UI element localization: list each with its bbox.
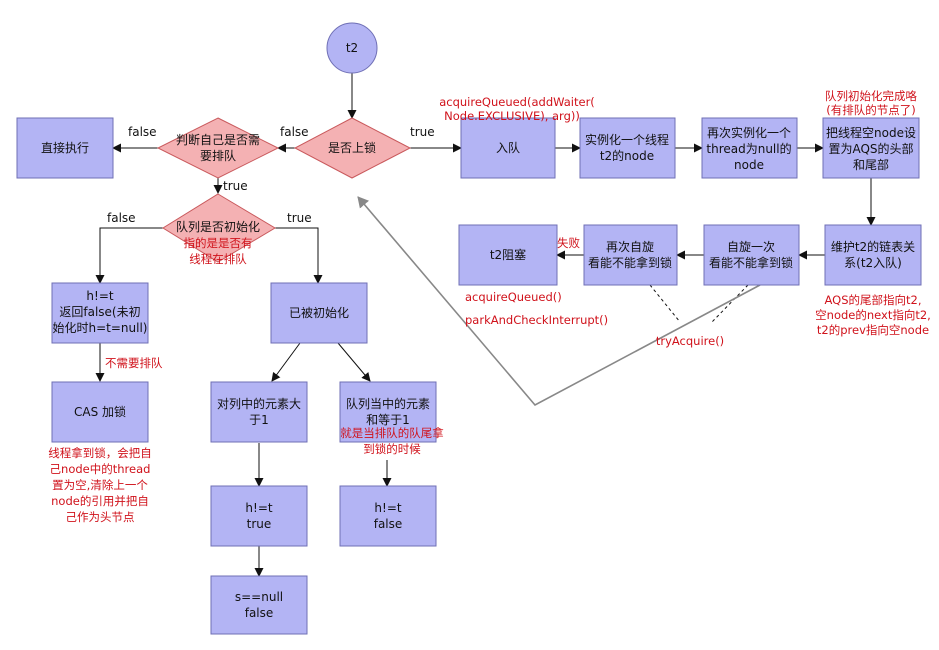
node-direct-exec-label: 直接执行 <box>41 140 89 155</box>
node-maintain-list-line1: 维护t2的链表关 <box>831 239 915 254</box>
node-s-null-false-line1: s==null <box>235 590 283 604</box>
decision-is-locked: 是否上锁 <box>293 117 412 179</box>
node-spin-again: 再次自旋 看能不能拿到锁 <box>583 224 678 286</box>
decision-judge-self: 判断自己是否需 要排队 <box>156 117 280 179</box>
label-lock-false: false <box>280 125 309 139</box>
node-start-label: t2 <box>346 41 358 55</box>
label-judge-true: true <box>223 179 248 193</box>
node-maintain-list-line2: 系(t2入队) <box>844 255 902 270</box>
node-direct-exec: 直接执行 <box>16 117 114 179</box>
decision-judge-self-line1: 判断自己是否需 <box>176 132 260 147</box>
node-h-ne-t-uninit: h!=t 返回false(未初 始化时h=t=null) <box>51 282 149 344</box>
node-s-null-false: s==null false <box>210 575 308 635</box>
node-maintain-list: 维护t2的链表关 系(t2入队) <box>824 224 922 286</box>
node-eq1-note1: 就是当排队的队尾拿 <box>340 426 444 440</box>
node-reinst-node-line3: node <box>734 158 764 172</box>
node-gt1-line1: 对列中的元素大 <box>217 396 301 411</box>
node-inst-node: 实例化一个线程 t2的node <box>579 117 676 179</box>
edges <box>95 73 876 577</box>
node-reinst-node-line1: 再次实例化一个 <box>707 125 791 140</box>
node-already-init-label: 已被初始化 <box>289 306 349 320</box>
annot-try-acquire: tryAcquire() <box>656 334 724 348</box>
node-h-ne-t-uninit-line1: h!=t <box>86 289 113 303</box>
node-enqueue-label: 入队 <box>496 140 520 155</box>
annot-queue-init-1: 队列初始化完成咯 <box>825 89 917 103</box>
node-t2-block: t2阻塞 <box>458 224 558 286</box>
annot-fail: 失败 <box>557 236 580 250</box>
node-reinst-node: 再次实例化一个 thread为null的 node <box>701 117 798 179</box>
node-eq1-line1: 队列当中的元素 <box>346 396 430 411</box>
node-cas-lock: CAS 加锁 <box>51 381 149 443</box>
node-inst-node-line2: t2的node <box>600 148 654 163</box>
node-h-ne-t-uninit-line2: 返回false(未初 <box>59 305 140 319</box>
node-set-head-tail: 把线程空node设 置为AQS的头部 和尾部 <box>822 117 920 179</box>
node-set-head-tail-line1: 把线程空node设 <box>826 125 916 140</box>
annot-cas-note-4: node的引用并把自 <box>51 494 149 508</box>
edge-init-true <box>275 227 323 284</box>
edge-init-to-eq1 <box>337 342 371 382</box>
annot-acquire-queued-2: Node.EXCLUSIVE), arg)) <box>444 109 580 123</box>
annot-no-queue: 不需要排队 <box>105 356 163 370</box>
node-spin-again-line1: 再次自旋 <box>606 240 654 254</box>
node-h-ne-t-uninit-line3: 始化时h=t=null) <box>53 321 148 335</box>
node-spin-once: 自旋一次 看能不能拿到锁 <box>703 224 800 286</box>
node-spin-once-line1: 自旋一次 <box>727 240 775 254</box>
node-h-ne-t-false: h!=t false <box>339 485 437 547</box>
annot-cas-note-3: 置为空,清除上一个 <box>52 478 148 492</box>
node-h-ne-t-true-line1: h!=t <box>245 501 272 515</box>
annot-aqs-tail-3: t2的prev指向空node <box>817 323 929 337</box>
node-enqueue: 入队 <box>460 117 556 179</box>
annot-acquire-queued-1: acquireQueued(addWaiter( <box>439 95 595 109</box>
node-eq1-line2: 和等于1 <box>366 413 410 427</box>
node-start: t2 <box>326 22 378 74</box>
node-spin-again-line2: 看能不能拿到锁 <box>588 255 672 270</box>
label-judge-false: false <box>128 125 157 139</box>
decision-judge-self-line2: 要排队 <box>200 148 236 163</box>
annot-park-check: parkAndCheckInterrupt() <box>465 313 608 327</box>
node-h-ne-t-true: h!=t true <box>210 485 308 547</box>
label-init-true: true <box>287 211 312 225</box>
node-gt1-line2: 于1 <box>249 413 269 427</box>
edge-dash-spin2 <box>649 284 681 323</box>
decision-queue-inited-label: 队列是否初始化 <box>176 219 260 234</box>
node-h-ne-t-true-line2: true <box>247 517 272 531</box>
edge-init-to-gt1 <box>271 342 301 382</box>
node-eq1-note2: 到锁的时候 <box>363 442 421 456</box>
annot-cas-note-1: 线程拿到锁，会把自 <box>48 446 152 460</box>
edge-back-loop <box>357 196 761 407</box>
annot-queue-init-2: (有排队的节点了) <box>826 103 915 117</box>
decision-queue-inited-note1: 指的是是否有 <box>184 236 253 250</box>
annot-cas-note-5: 己作为头节点 <box>66 510 135 524</box>
annot-cas-note-2: 己node中的thread <box>50 462 151 476</box>
node-reinst-node-line2: thread为null的 <box>706 141 791 156</box>
label-init-false: false <box>107 211 136 225</box>
annot-aqs-tail-2: 空node的next指向t2, <box>815 308 931 322</box>
annot-acquire-queued-call: acquireQueued() <box>465 290 562 304</box>
node-inst-node-line1: 实例化一个线程 <box>585 132 669 147</box>
node-t2-block-label: t2阻塞 <box>490 247 526 262</box>
decision-queue-inited: 队列是否初始化 指的是是否有 线程在排队 <box>162 193 276 266</box>
decision-is-locked-label: 是否上锁 <box>328 140 376 155</box>
edge-dash-spin1 <box>711 284 749 323</box>
node-set-head-tail-line3: 和尾部 <box>853 157 889 172</box>
node-s-null-false-line2: false <box>245 606 274 620</box>
label-lock-true: true <box>410 125 435 139</box>
node-set-head-tail-line2: 置为AQS的头部 <box>828 141 913 156</box>
annot-aqs-tail-1: AQS的尾部指向t2, <box>825 293 922 307</box>
edge-init-false <box>95 227 163 284</box>
node-h-ne-t-false-line1: h!=t <box>374 501 401 515</box>
node-already-init: 已被初始化 <box>270 282 368 344</box>
node-spin-once-line2: 看能不能拿到锁 <box>709 255 793 270</box>
node-h-ne-t-false-line2: false <box>374 517 403 531</box>
node-eq1: 队列当中的元素 和等于1 就是当排队的队尾拿 到锁的时候 <box>339 381 444 456</box>
node-gt1: 对列中的元素大 于1 <box>210 381 308 443</box>
decision-queue-inited-note2: 线程在排队 <box>189 252 247 266</box>
node-cas-lock-label: CAS 加锁 <box>74 404 126 419</box>
